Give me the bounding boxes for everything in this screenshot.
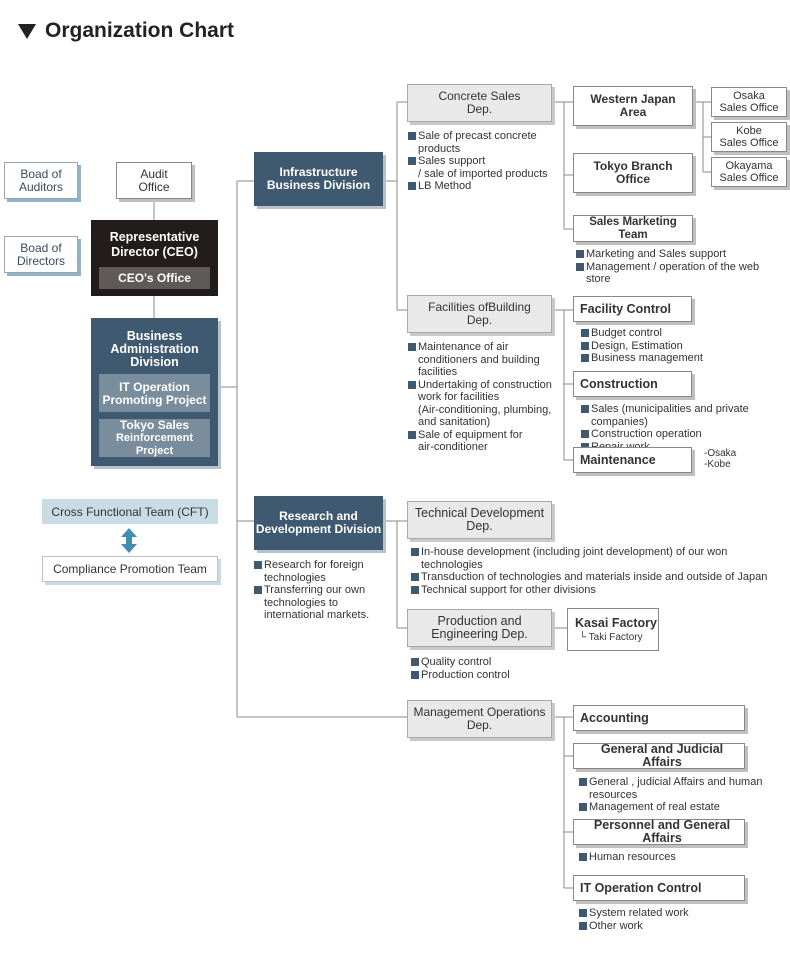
list-item: Construction operation <box>581 428 790 441</box>
note-line: -Osaka <box>704 448 737 459</box>
double-arrow-icon <box>121 528 137 553</box>
list-item: Management of real estate <box>579 801 779 814</box>
list-item: Business management <box>581 352 781 365</box>
sales-marketing-list: Marketing and Sales support Management /… <box>576 248 786 286</box>
accounting-box: Accounting <box>573 705 745 731</box>
list-item: Management / operation of the web store <box>576 261 786 286</box>
cross-functional-team-box: Cross Functional Team (CFT) <box>42 499 218 524</box>
list-item: In-house development (including joint de… <box>411 546 771 571</box>
construction-list: Sales (municipalities and private compan… <box>581 403 790 453</box>
list-item: Sales support / sale of imported product… <box>408 155 558 180</box>
kasai-factory-box: Kasai Factory └ Taki Factory <box>567 608 659 651</box>
box-label: Auditors <box>18 179 64 194</box>
personnel-general-affairs-box: Personnel and General Affairs <box>573 819 745 845</box>
list-item: Quality control <box>411 656 551 669</box>
page-title-text: Organization Chart <box>45 19 235 42</box>
production-engineering-list: Quality control Production control <box>411 656 551 681</box>
triangle-down-icon <box>18 23 36 39</box>
it-control-list: System related work Other work <box>579 907 779 932</box>
box-label: Directors <box>16 253 65 268</box>
note-line: -Kobe <box>704 459 731 470</box>
list-item: Budget control <box>581 327 781 340</box>
ceo-office-box: CEO's Office <box>99 267 210 289</box>
maintenance-note: -Osaka -Kobe <box>704 448 764 470</box>
facility-control-list: Budget control Design, Estimation Busine… <box>581 327 781 365</box>
construction-box: Construction <box>573 371 692 397</box>
box-label: Boad of <box>20 240 62 255</box>
facility-control-box: Facility Control <box>573 296 692 322</box>
personnel-list: Human resources <box>579 851 779 864</box>
compliance-promotion-team-box: Compliance Promotion Team <box>42 556 218 582</box>
list-item: Other work <box>579 920 779 933</box>
sales-marketing-team-box: Sales Marketing Team <box>573 215 693 242</box>
box-label: Audit <box>140 166 168 181</box>
list-item: Transduction of technologies and materia… <box>411 571 771 584</box>
maintenance-box: Maintenance <box>573 447 692 473</box>
technical-development-list: In-house development (including joint de… <box>411 546 771 596</box>
kasai-factory-label: Kasai Factory <box>575 616 657 630</box>
list-item: Human resources <box>579 851 779 864</box>
list-item: Marketing and Sales support <box>576 248 786 261</box>
box-label: Boad of <box>20 166 62 181</box>
list-item: Sales (municipalities and private compan… <box>581 403 790 428</box>
list-item: Production control <box>411 669 551 682</box>
box-label: Office <box>138 179 170 194</box>
it-operation-control-box: IT Operation Control <box>573 875 745 901</box>
taki-factory-label: └ Taki Factory <box>579 632 643 643</box>
list-item: Technical support for other divisions <box>411 584 771 597</box>
list-item: System related work <box>579 907 779 920</box>
page-title: Organization Chart <box>18 16 234 46</box>
general-judicial-affairs-box: General and Judicial Affairs <box>573 743 745 769</box>
list-item: Design, Estimation <box>581 340 781 353</box>
list-item: LB Method <box>408 180 558 193</box>
